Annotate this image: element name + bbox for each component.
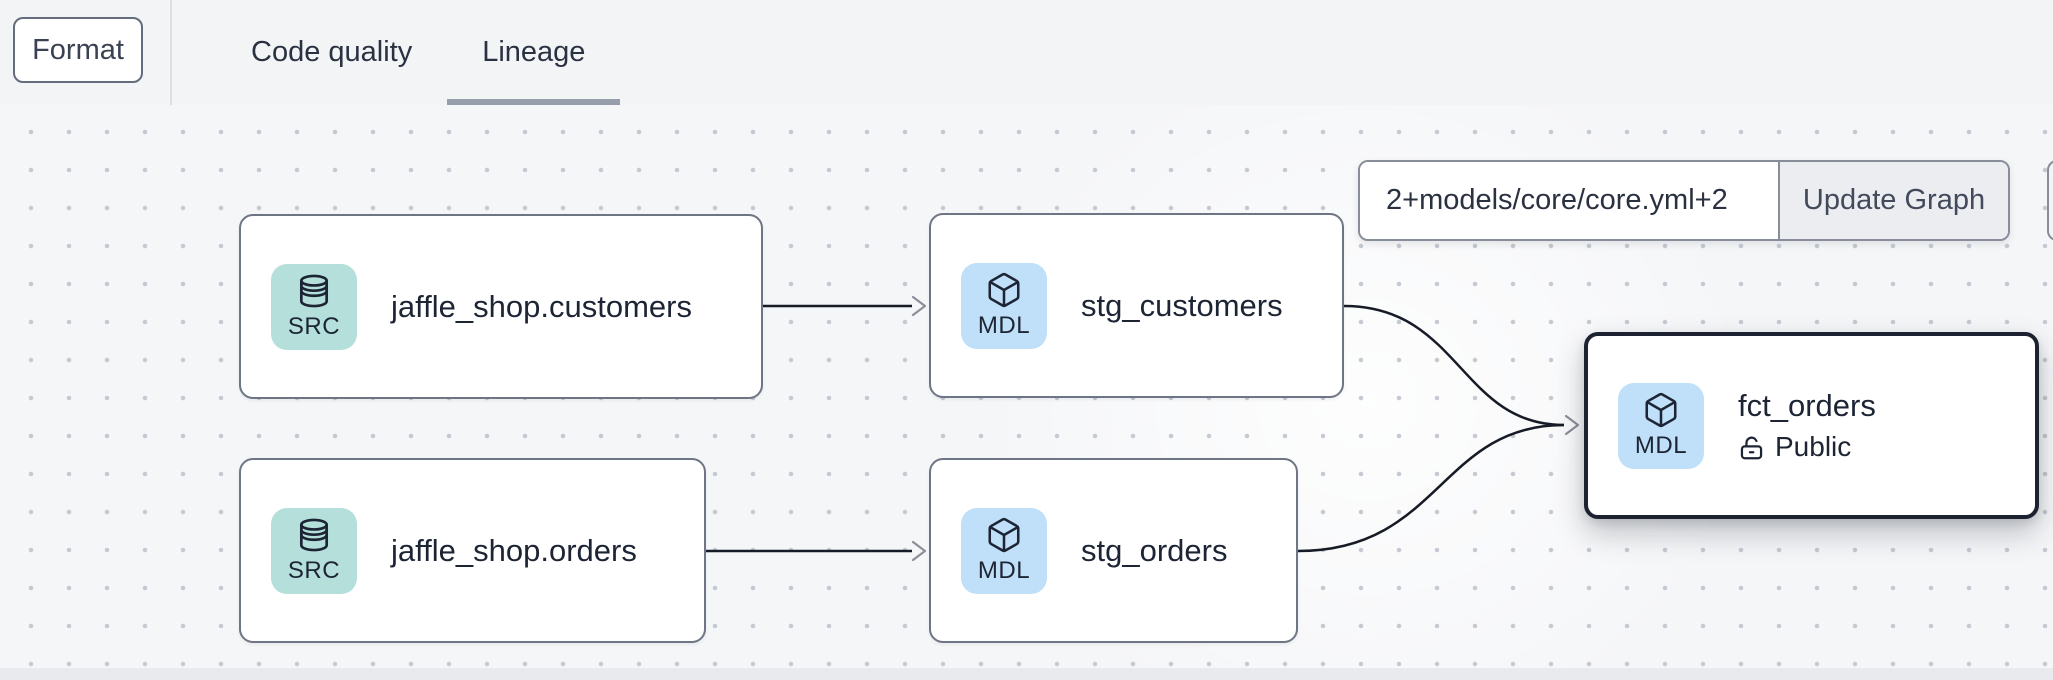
cube-icon [988, 272, 1020, 308]
node-title: jaffle_shop.customers [391, 288, 692, 324]
badge-label: SRC [287, 557, 341, 584]
badge-label: SRC [287, 313, 341, 340]
format-button[interactable]: Format [13, 17, 143, 83]
badge-label: MDL [1634, 432, 1688, 459]
tab-code-quality[interactable]: Code quality [251, 36, 413, 68]
lineage-selector-input[interactable] [1360, 162, 1778, 239]
database-icon [299, 518, 329, 552]
update-graph-button[interactable]: Update Graph [1778, 162, 2008, 239]
node-jaffle-shop-customers[interactable]: SRC jaffle_shop.customers [239, 214, 763, 399]
badge-label: MDL [977, 312, 1031, 339]
tab-bar: Code quality Lineage [216, 0, 621, 105]
node-title: fct_orders [1738, 388, 1876, 423]
node-fct-orders[interactable]: MDL fct_orders Public [1584, 332, 2039, 519]
toolbar-divider [170, 0, 172, 105]
lineage-selector-group: Update Graph [1358, 160, 2010, 241]
node-title: jaffle_shop.orders [391, 532, 637, 568]
cube-icon [1645, 392, 1677, 428]
node-stg-orders[interactable]: MDL stg_orders [929, 458, 1298, 643]
source-badge: SRC [271, 507, 357, 594]
badge-label: MDL [977, 557, 1031, 584]
access-label: Public [1775, 431, 1852, 462]
node-title: stg_orders [1081, 532, 1228, 568]
toolbar: Format Code quality Lineage [0, 0, 2053, 106]
node-title: stg_customers [1081, 287, 1283, 323]
partial-control-box[interactable] [2047, 160, 2053, 241]
bottom-strip [0, 668, 2053, 680]
node-text: fct_orders Public [1738, 388, 1876, 463]
model-badge: MDL [961, 262, 1047, 349]
node-jaffle-shop-orders[interactable]: SRC jaffle_shop.orders [239, 458, 706, 643]
access-row: Public [1738, 431, 1876, 463]
model-badge: MDL [961, 507, 1047, 594]
lock-open-icon [1740, 436, 1763, 459]
model-badge: MDL [1618, 382, 1704, 469]
node-stg-customers[interactable]: MDL stg_customers [929, 213, 1344, 398]
source-badge: SRC [271, 263, 357, 350]
cube-icon [988, 517, 1020, 553]
database-icon [299, 274, 329, 308]
tab-lineage[interactable]: Lineage [447, 0, 621, 105]
